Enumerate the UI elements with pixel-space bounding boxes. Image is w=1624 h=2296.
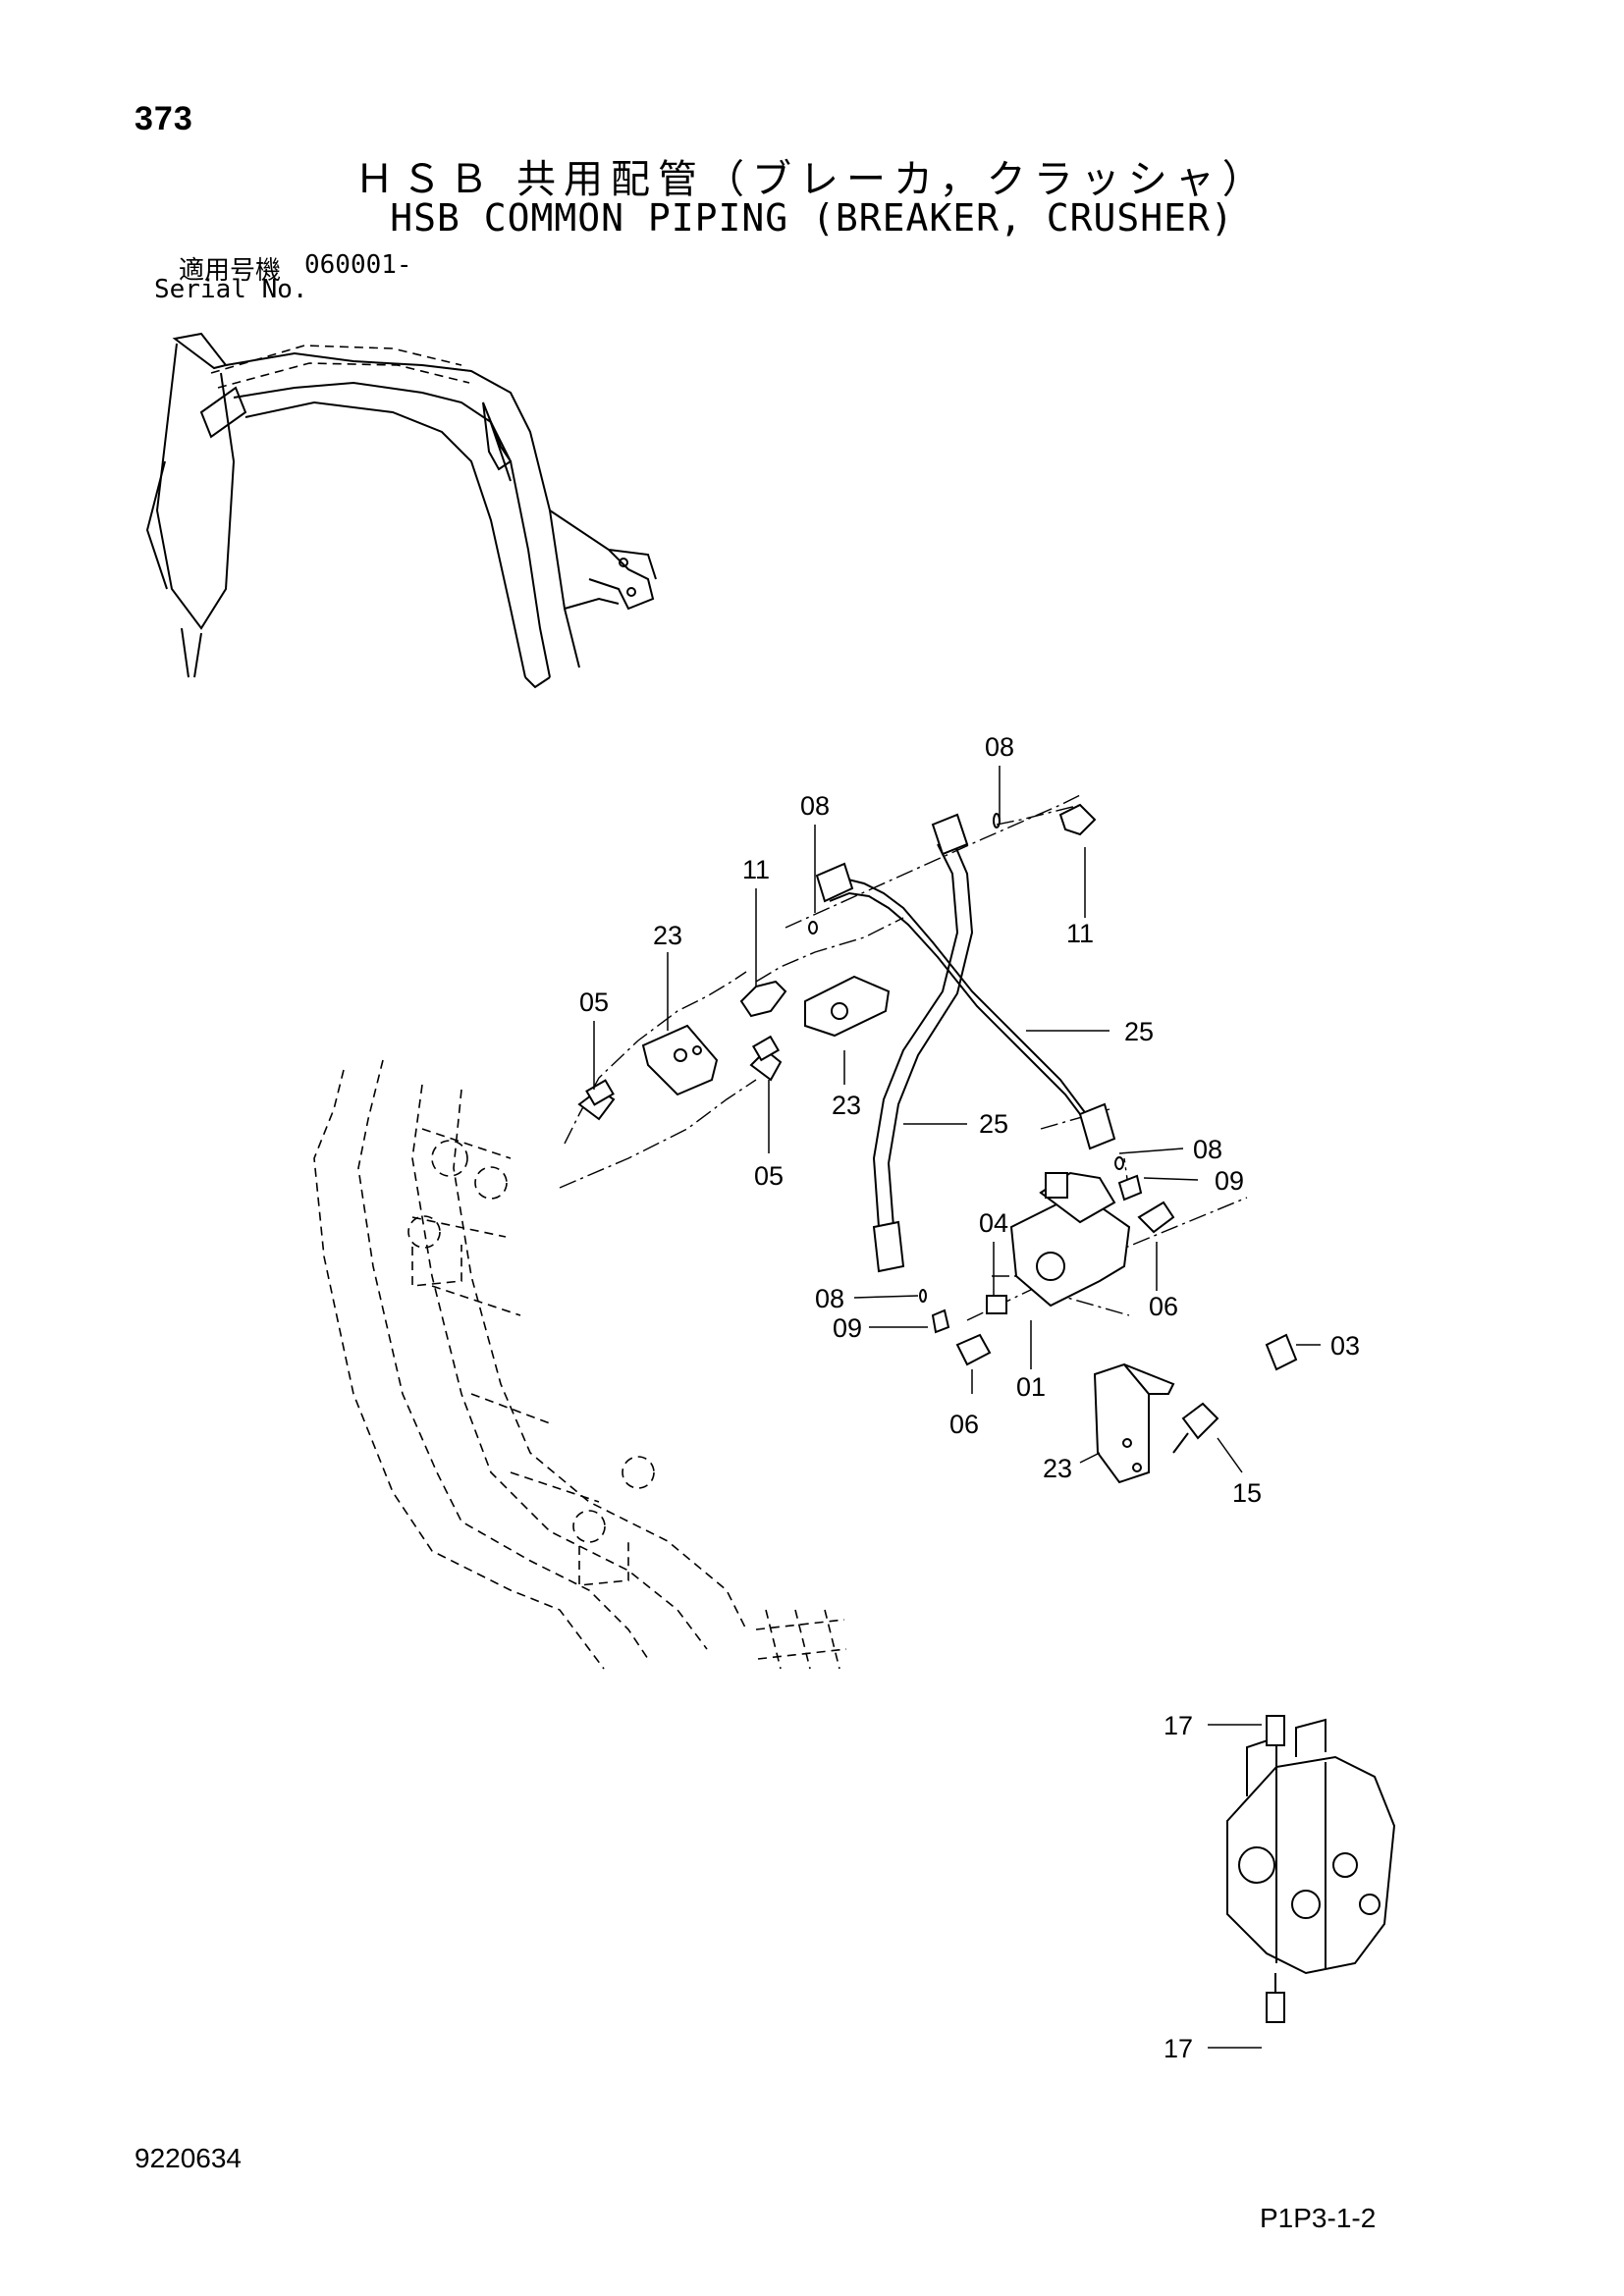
callout-08-lower: 08 <box>815 1284 844 1313</box>
callout-25-upper: 25 <box>1124 1017 1154 1046</box>
title-english: HSB COMMON PIPING (BREAKER, CRUSHER) <box>390 196 1234 240</box>
callout-01: 01 <box>1016 1372 1046 1402</box>
callout-08-top: 08 <box>985 732 1014 762</box>
callout-17-bottom: 17 <box>1164 2034 1193 2063</box>
arm-outline-background <box>313 1059 847 1670</box>
title-japanese: ＨＳＢ 共用配管（ブレーカ，クラッシャ） <box>354 157 1270 202</box>
leader-lines <box>593 766 1321 2049</box>
callout-09-lower: 09 <box>833 1313 862 1343</box>
control-valve-illustration <box>1226 1715 1396 2023</box>
callout-06-lower: 06 <box>949 1410 979 1439</box>
callout-15: 15 <box>1232 1478 1262 1508</box>
callout-08-right: 08 <box>1193 1135 1222 1164</box>
callout-09-right: 09 <box>1215 1166 1244 1196</box>
callout-11-left: 11 <box>742 855 770 884</box>
callout-23-mid: 23 <box>832 1091 861 1120</box>
callout-23-top: 23 <box>653 921 682 950</box>
callout-17-top: 17 <box>1164 1711 1193 1740</box>
callout-05-top: 05 <box>579 988 609 1017</box>
callout-05-bottom: 05 <box>754 1161 784 1191</box>
callout-03: 03 <box>1330 1331 1360 1361</box>
page-code: P1P3-1-2 <box>1260 2203 1377 2233</box>
callout-25-lower: 25 <box>979 1109 1008 1139</box>
callout-06-right: 06 <box>1149 1292 1178 1321</box>
serial-label-japanese: 適用号機 <box>179 256 282 286</box>
serial-label-english: Serial No. <box>154 275 308 304</box>
callout-23-bottom: 23 <box>1043 1454 1072 1483</box>
callout-08-left: 08 <box>800 791 830 821</box>
callout-04: 04 <box>979 1208 1008 1238</box>
piping-assembly <box>559 794 1298 1484</box>
callout-11-right: 11 <box>1066 919 1094 948</box>
excavator-arm-overview <box>145 332 657 689</box>
serial-number-value: 060001- <box>304 250 412 280</box>
document-number: 9220634 <box>135 2143 243 2173</box>
page-number: 373 <box>135 100 193 137</box>
